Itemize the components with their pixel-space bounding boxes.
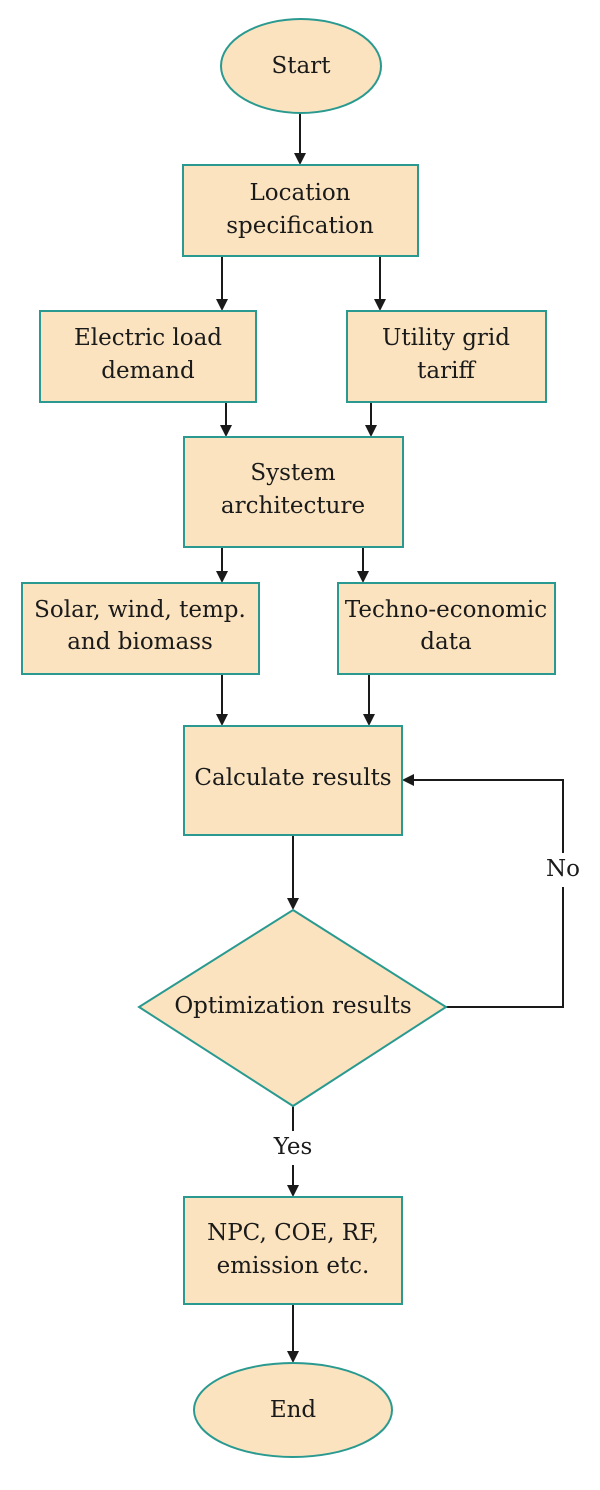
start-terminal-shape [220, 18, 382, 114]
start-label: Start [272, 53, 332, 79]
architecture-label-line2: architecture [221, 493, 365, 519]
node-end: End [193, 1362, 393, 1458]
node-utility-grid-tariff: Utility grid tariff [346, 310, 547, 403]
techno-box [337, 582, 556, 675]
tariff-label-line1: Utility grid [382, 325, 510, 351]
load-label-line1: Electric load [74, 325, 222, 351]
architecture-box [183, 436, 404, 548]
node-techno-economic-data: Techno-economic data [337, 582, 556, 675]
resources-label-line2: and biomass [67, 629, 213, 655]
outputs-label-line2: emission etc. [217, 1253, 370, 1279]
techno-label-line2: data [420, 629, 472, 655]
location-label-line2: specification [226, 213, 374, 239]
tariff-box [346, 310, 547, 403]
node-solar-wind-temp-biomass: Solar, wind, temp. and biomass [21, 582, 260, 675]
node-calculate-results: Calculate results [183, 725, 403, 836]
end-terminal-shape [193, 1362, 393, 1458]
tariff-label-line2: tariff [417, 358, 476, 384]
load-box [39, 310, 257, 403]
node-optimization-results: Optimization results [137, 908, 448, 1108]
outputs-label-line1: NPC, COE, RF, [207, 1220, 379, 1246]
architecture-label-line1: System [250, 460, 335, 486]
no-label-background [540, 853, 586, 887]
edges [216, 113, 564, 1363]
edge-label-no: No [546, 856, 580, 882]
resources-label-line1: Solar, wind, temp. [34, 597, 246, 623]
calculate-label: Calculate results [194, 765, 391, 791]
yes-label-background [268, 1131, 318, 1165]
node-start: Start [220, 18, 382, 114]
edge-label-yes: Yes [273, 1134, 313, 1160]
end-label: End [270, 1397, 317, 1423]
node-location-specification: Location specification [182, 164, 419, 257]
node-electric-load-demand: Electric load demand [39, 310, 257, 403]
edge-optimization-no-loop [402, 774, 564, 1008]
techno-label-line1: Techno-economic [345, 597, 547, 623]
calculate-box [183, 725, 403, 836]
outputs-box [183, 1196, 403, 1305]
node-system-architecture: System architecture [183, 436, 404, 548]
location-label-line1: Location [250, 180, 351, 206]
load-label-line2: demand [101, 358, 195, 384]
optimization-diamond [137, 908, 448, 1108]
location-box [182, 164, 419, 257]
optimization-label: Optimization results [174, 993, 411, 1019]
resources-box [21, 582, 260, 675]
node-outputs: NPC, COE, RF, emission etc. [183, 1196, 403, 1305]
